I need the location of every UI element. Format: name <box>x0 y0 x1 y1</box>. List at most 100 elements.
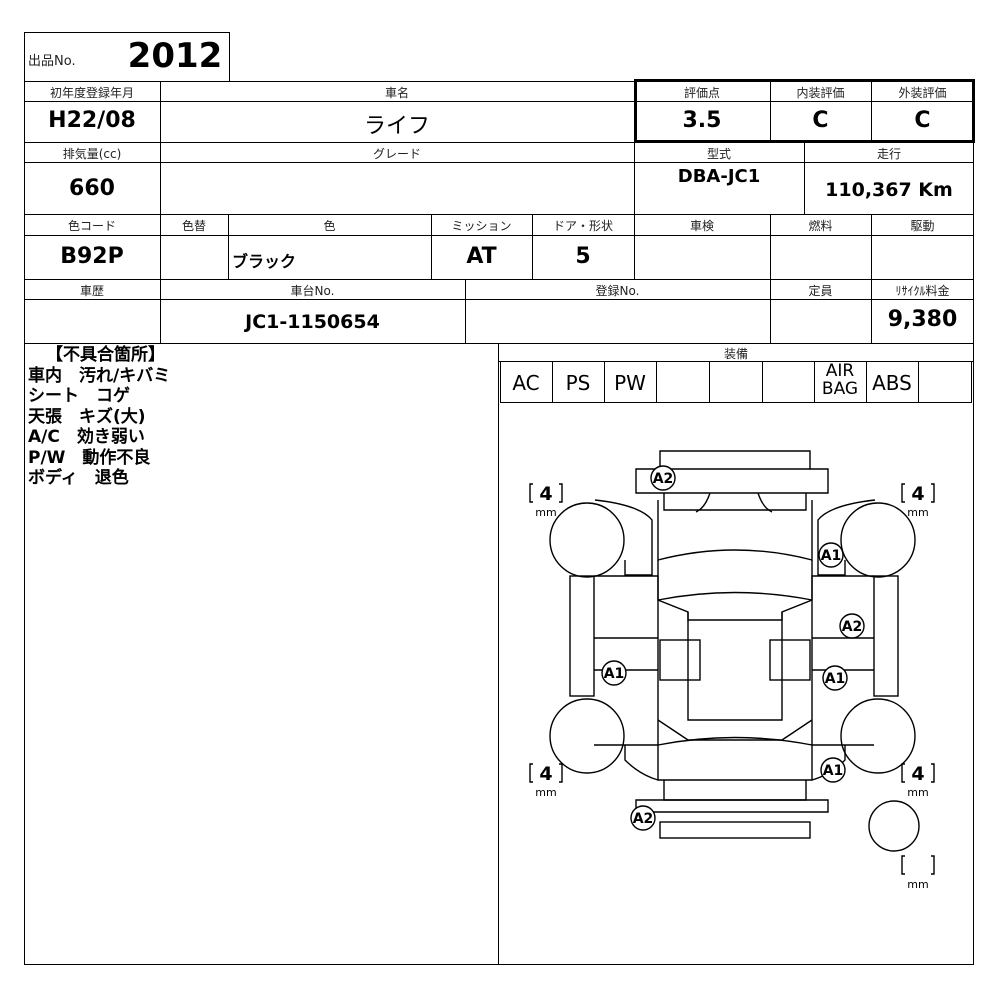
row2-bottom-line <box>24 214 974 215</box>
doors-label: ドア・形状 <box>552 219 613 233</box>
equipment-grid <box>500 361 972 403</box>
divider <box>918 361 919 403</box>
divider <box>656 361 657 403</box>
tire-depth-front-left: 4 <box>539 483 552 505</box>
tire-unit: mm <box>907 786 928 799</box>
score-label: 評価点 <box>683 86 720 100</box>
damage-mark <box>818 542 844 568</box>
divider <box>228 214 229 279</box>
tire-unit: mm <box>907 506 928 519</box>
model-label: 型式 <box>706 147 731 161</box>
divider <box>532 214 533 279</box>
divider <box>552 361 553 403</box>
color-label: 色 <box>323 219 336 233</box>
recolor-label: 色替 <box>181 219 206 233</box>
equipment-item-ac: AC <box>512 371 540 395</box>
lot-number: 2012 <box>127 36 223 76</box>
color-code-value: B92P <box>60 244 124 269</box>
damage-mark-code: A1 <box>825 671 846 687</box>
damage-mark <box>630 805 656 831</box>
divider <box>634 214 635 279</box>
divider <box>160 214 161 279</box>
tire-spare <box>868 800 920 852</box>
drive-label: 駆動 <box>910 219 935 233</box>
damage-mark-code: A2 <box>842 619 863 635</box>
tire-depth-front-right: 4 <box>911 483 924 505</box>
divider <box>770 214 771 279</box>
lot-label: 出品No. <box>28 54 76 69</box>
first-reg-value: H22/08 <box>48 108 136 133</box>
lower-divider <box>498 343 499 965</box>
fuel-label: 燃料 <box>808 219 833 233</box>
defect-line: 車内 汚れ/キバミ <box>28 366 171 386</box>
displacement-value: 660 <box>69 176 115 201</box>
divider <box>866 361 867 403</box>
divider <box>770 279 771 343</box>
divider <box>871 214 872 279</box>
color-code-label: 色コード <box>67 219 116 233</box>
row1-label-line <box>24 101 974 102</box>
divider <box>465 279 466 343</box>
damage-mark-code: A1 <box>821 548 842 564</box>
divider <box>770 81 771 142</box>
equipment-item-abs: ABS <box>872 371 912 395</box>
damage-mark-code: A2 <box>653 471 674 487</box>
defect-line: ボディ 退色 <box>28 468 129 488</box>
score-frame <box>634 79 975 143</box>
damage-mark <box>601 660 627 686</box>
sheet-frame <box>24 81 974 965</box>
row1-bottom-line <box>24 142 974 143</box>
recycle-value: 9,380 <box>887 307 958 332</box>
mission-value: AT <box>466 244 497 269</box>
divider <box>871 81 872 142</box>
row4-bottom-line <box>24 343 974 344</box>
damage-mark-code: A2 <box>633 811 654 827</box>
divider <box>160 142 161 214</box>
divider <box>634 142 635 214</box>
tire-depth-rear-left: 4 <box>539 763 552 785</box>
divider <box>604 361 605 403</box>
equipment-item-pw: PW <box>614 371 646 395</box>
capacity-label: 定員 <box>808 284 833 298</box>
doors-value: 5 <box>575 244 591 269</box>
tire-unit: mm <box>535 506 556 519</box>
inspection-label: 車検 <box>689 219 714 233</box>
damage-mark <box>839 613 865 639</box>
displacement-label: 排気量(cc) <box>62 147 122 161</box>
car-damage-diagram: A2 A1 A2 A1 A1 A1 A2 4 mm 4 mm 4 mm 4 mm… <box>529 450 935 891</box>
damage-mark-code: A1 <box>823 763 844 779</box>
divider <box>871 279 872 343</box>
divider <box>160 279 161 343</box>
row2-label-line <box>24 162 634 163</box>
color-value: ブラック <box>232 252 297 271</box>
mileage-value: 110,367 Km <box>825 179 953 201</box>
divider <box>160 81 161 142</box>
chassis-label: 車台No. <box>290 284 335 298</box>
damage-mark <box>822 665 848 691</box>
reg-no-label: 登録No. <box>595 284 640 298</box>
row3-label-line <box>24 235 974 236</box>
first-reg-label: 初年度登録年月 <box>49 86 134 100</box>
grade-label: グレード <box>372 147 421 161</box>
tire-front-right <box>840 502 916 578</box>
model-value: DBA-JC1 <box>677 166 761 187</box>
tire-rear-left <box>549 698 625 774</box>
score-value: 3.5 <box>682 108 722 133</box>
mileage-label: 走行 <box>876 147 901 161</box>
defect-line: P/W 動作不良 <box>28 448 151 468</box>
tire-rear-right <box>840 698 916 774</box>
history-label: 車歴 <box>79 284 104 298</box>
divider <box>814 361 815 403</box>
row3-bottom-line <box>24 279 974 280</box>
mission-label: ミッション <box>451 219 512 233</box>
equipment-item-ps: PS <box>565 371 591 395</box>
recycle-label: ﾘｻｲｸﾙ料金 <box>895 284 950 298</box>
row4-label-line <box>24 299 974 300</box>
car-name-value: ライフ <box>363 114 430 139</box>
chassis-value: JC1-1150654 <box>245 311 380 333</box>
equipment-title: 装備 <box>723 347 748 361</box>
interior-value: C <box>812 108 829 133</box>
damage-mark <box>820 757 846 783</box>
exterior-value: C <box>914 108 931 133</box>
damage-mark <box>650 465 676 491</box>
